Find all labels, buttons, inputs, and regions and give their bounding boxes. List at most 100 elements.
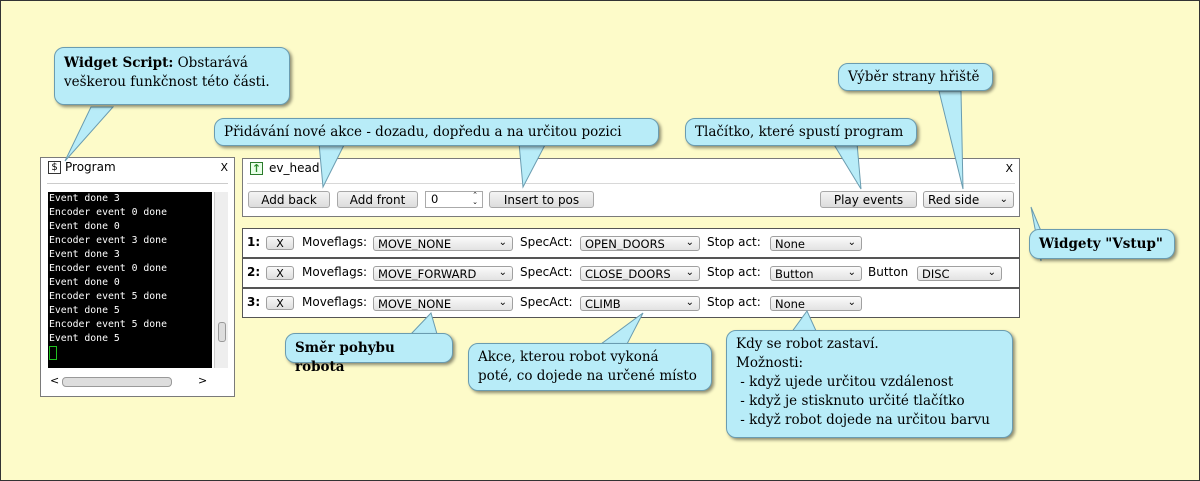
stop-act-select[interactable]: Button ⌄ xyxy=(770,266,862,281)
callout-input-widgets: Widgety "Vstup" xyxy=(1029,229,1175,259)
vertical-scrollbar[interactable] xyxy=(214,192,228,368)
log-line: Event done 5 xyxy=(49,305,120,316)
chevron-down-icon: ⌄ xyxy=(498,297,507,308)
ev-head-title: ev_head xyxy=(269,161,320,175)
moveflags-label: Moveflags: xyxy=(302,265,368,279)
callout-special-action-line2: poté, co dojede na určené místo xyxy=(478,368,697,384)
remove-event-button[interactable]: X xyxy=(266,296,294,310)
moveflags-value: MOVE_FORWARD xyxy=(378,267,477,281)
specact-select[interactable]: CLOSE_DOORS ⌄ xyxy=(580,266,700,281)
add-front-button[interactable]: Add front xyxy=(337,191,418,208)
button-value: DISC xyxy=(922,267,950,281)
callout-add-action: Přidávání nové akce - dozadu, dopředu a … xyxy=(214,118,659,146)
program-title: Program xyxy=(65,160,116,174)
callout-special-action: Akce, kterou robot vykoná poté, co dojed… xyxy=(468,343,712,391)
chevron-down-icon: ⌄ xyxy=(685,237,694,248)
callout-stop-action: Kdy se robot zastaví. Možnosti: - když u… xyxy=(726,330,1013,438)
chevron-down-icon: ⌄ xyxy=(847,237,856,248)
callout-play-button: Tlačítko, které spustí program xyxy=(685,118,917,146)
log-line: Encoder event 0 done xyxy=(49,207,167,218)
log-line: Encoder event 5 done xyxy=(49,319,167,330)
specact-select[interactable]: OPEN_DOORS ⌄ xyxy=(580,236,700,251)
callout-add-action-text: Přidávání nové akce - dozadu, dopředu a … xyxy=(224,124,622,140)
stop-act-label: Stop act: xyxy=(707,235,761,249)
row-index: 3: xyxy=(247,295,261,309)
chevron-down-icon: ⌄ xyxy=(498,267,507,278)
insert-to-pos-button[interactable]: Insert to pos xyxy=(489,191,594,208)
row-index: 1: xyxy=(247,235,261,249)
callout-widget-script: Widget Script: Obstarává veškerou funkčn… xyxy=(54,47,290,105)
moveflags-label: Moveflags: xyxy=(302,235,368,249)
row-index: 2: xyxy=(247,265,261,279)
callout-stop-line5: - když robot dojede na určitou barvu xyxy=(736,412,990,428)
stop-act-value: None xyxy=(775,297,806,311)
moveflags-value: MOVE_NONE xyxy=(378,237,452,251)
stop-act-value: None xyxy=(775,237,806,251)
log-line: Event done 0 xyxy=(49,221,120,232)
stop-act-label: Stop act: xyxy=(707,265,761,279)
log-line: Event done 5 xyxy=(49,333,120,344)
stop-act-select[interactable]: None ⌄ xyxy=(770,236,862,251)
chevron-down-icon: ⌄ xyxy=(498,237,507,248)
moveflags-value: MOVE_NONE xyxy=(378,297,452,311)
specact-value: OPEN_DOORS xyxy=(585,237,665,251)
callout-move-direction: Směr pohybu robota xyxy=(285,333,453,375)
moveflags-select[interactable]: MOVE_FORWARD ⌄ xyxy=(373,266,513,281)
callout-side-select: Výběr strany hřiště xyxy=(838,63,993,91)
callout-widget-script-text1: Obstarává xyxy=(173,55,248,71)
stop-act-value: Button xyxy=(775,267,814,281)
callout-move-direction-text: Směr pohybu robota xyxy=(295,340,395,375)
program-log: Event done 3 Encoder event 0 done Event … xyxy=(48,192,212,368)
add-back-button[interactable]: Add back xyxy=(248,191,330,208)
callout-stop-line1: Kdy se robot zastaví. xyxy=(736,336,879,352)
side-select[interactable]: Red side ⌄ xyxy=(923,191,1014,208)
remove-event-button[interactable]: X xyxy=(266,266,294,280)
callout-play-button-text: Tlačítko, které spustí program xyxy=(695,124,904,140)
side-select-value: Red side xyxy=(928,193,980,207)
moveflags-select[interactable]: MOVE_NONE ⌄ xyxy=(373,296,513,311)
scroll-left-icon[interactable]: < xyxy=(50,374,60,387)
log-line: Event done 3 xyxy=(49,249,120,260)
play-events-button[interactable]: Play events xyxy=(820,191,917,208)
program-titlebar: $ Program xyxy=(41,158,234,176)
horizontal-scrollbar-thumb[interactable] xyxy=(62,377,172,387)
chevron-down-icon: ⌄ xyxy=(685,297,694,308)
callout-stop-line4: - když je stisknuto určité tlačítko xyxy=(736,393,965,409)
vertical-scrollbar-thumb[interactable] xyxy=(218,322,226,342)
log-line: Encoder event 0 done xyxy=(49,263,167,274)
log-line: Encoder event 5 done xyxy=(49,291,167,302)
callout-side-select-text: Výběr strany hřiště xyxy=(848,69,980,85)
stop-act-select[interactable]: None ⌄ xyxy=(770,296,862,311)
specact-select[interactable]: CLIMB ⌄ xyxy=(580,296,700,311)
green-up-arrow-icon: ↑ xyxy=(250,161,263,175)
ev-head-close-button[interactable]: X xyxy=(1005,162,1013,175)
program-close-button[interactable]: X xyxy=(220,161,228,174)
callout-input-widgets-text: Widgety "Vstup" xyxy=(1039,236,1163,252)
chevron-down-icon: ⌄ xyxy=(847,297,856,308)
specact-label: SpecAct: xyxy=(520,235,573,249)
position-value: 0 xyxy=(431,192,439,206)
button-select[interactable]: DISC⌄ xyxy=(917,266,1002,281)
callout-stop-line2: Možnosti: xyxy=(736,355,804,371)
scroll-right-icon[interactable]: > xyxy=(198,374,208,387)
specact-value: CLOSE_DOORS xyxy=(585,267,671,281)
stop-act-label: Stop act: xyxy=(707,295,761,309)
callout-special-action-line1: Akce, kterou robot vykoná xyxy=(478,349,659,365)
spin-arrows-icon[interactable]: ⌃⌄ xyxy=(472,191,478,206)
moveflags-select[interactable]: MOVE_NONE ⌄ xyxy=(373,236,513,251)
callout-widget-script-bold: Widget Script: xyxy=(64,55,174,71)
specact-value: CLIMB xyxy=(585,297,621,311)
position-spinbox[interactable]: 0 ⌃⌄ xyxy=(425,191,483,208)
callout-widget-script-text2: veškerou funkčnost této části. xyxy=(64,74,270,90)
terminal-cursor xyxy=(49,346,57,360)
chevron-down-icon: ⌄ xyxy=(685,267,694,278)
ev-head-titlebar: ↑ ev_head xyxy=(243,159,1019,177)
script-s-icon: $ xyxy=(48,160,61,174)
remove-event-button[interactable]: X xyxy=(266,236,294,250)
ev-head-divider xyxy=(247,183,1015,184)
chevron-down-icon: ⌄ xyxy=(847,267,856,278)
horizontal-scrollbar[interactable]: < > xyxy=(48,374,212,389)
program-divider xyxy=(47,183,228,184)
specact-label: SpecAct: xyxy=(520,295,573,309)
